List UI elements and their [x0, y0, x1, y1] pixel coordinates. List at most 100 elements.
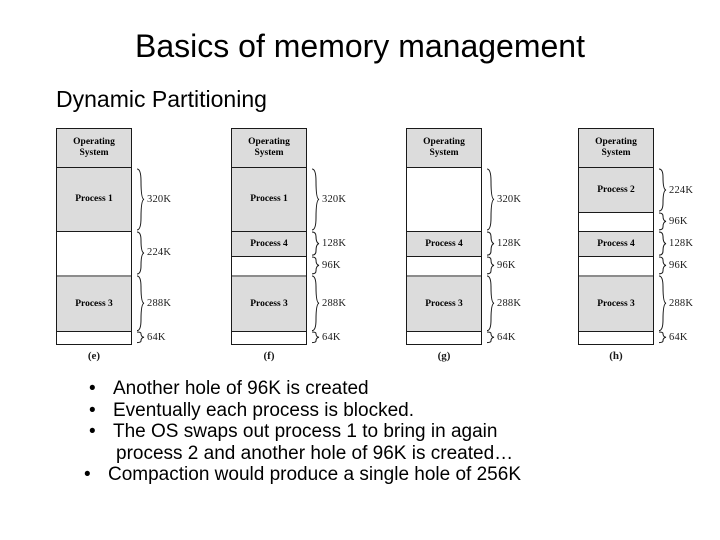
memory-block-process: Process 3 [579, 274, 653, 332]
size-label: 224K [147, 247, 172, 259]
size-label-row: 128K [484, 231, 556, 256]
memory-block-hole [232, 331, 306, 344]
slide-subtitle: Dynamic Partitioning [56, 86, 267, 112]
size-label-row: 288K [309, 275, 381, 332]
os-segment: Operating System [407, 129, 481, 168]
brace-icon [656, 231, 667, 256]
brace-icon [134, 331, 145, 344]
memory-block-hole [407, 255, 481, 275]
size-label-column: 320K 128K 96K 288K 64K [309, 128, 381, 345]
brace-icon [309, 275, 320, 332]
brace-icon [134, 168, 145, 231]
size-label-row: 64K [484, 331, 556, 344]
bullet-text: Another hole of 96K is created [113, 378, 369, 399]
size-label: 320K [322, 193, 347, 205]
brace-icon [656, 275, 667, 332]
size-label-row: 96K [656, 256, 720, 275]
size-label-row: 288K [134, 275, 206, 332]
size-label-row: 224K [134, 231, 206, 275]
bullet-marker-icon: • [89, 399, 96, 421]
size-label-row: 96K [484, 256, 556, 275]
brace-icon [309, 256, 320, 275]
memory-block-process: Process 4 [579, 230, 653, 256]
size-label: 64K [669, 332, 688, 344]
size-label: 96K [669, 215, 688, 227]
size-label-row: 128K [656, 231, 720, 256]
memory-block-hole [407, 331, 481, 344]
size-label: 64K [497, 332, 516, 344]
bullet-marker-icon: • [84, 464, 91, 485]
size-label: 64K [322, 332, 341, 344]
memory-block-hole [579, 331, 653, 344]
size-label-row: 320K [134, 168, 206, 231]
bullet-item: • The OS swaps out process 1 to bring in … [74, 421, 674, 464]
bullet-list: • Another hole of 96K is created • Eventual… [74, 378, 674, 486]
size-label-row: 64K [309, 331, 381, 344]
brace-icon [484, 331, 495, 344]
bullet-text: The OS swaps out process 1 to bring in a… [113, 421, 498, 442]
brace-icon [656, 168, 667, 212]
size-label-row: 64K [134, 331, 206, 344]
memory-block-process: Process 1 [232, 168, 306, 231]
page-title: Basics of memory management [135, 28, 585, 64]
memory-block-hole [57, 331, 131, 344]
memory-block-hole [57, 230, 131, 275]
bullet-text: Compaction would produce a single hole o… [108, 464, 521, 485]
brace-icon [656, 331, 667, 344]
size-label: 96K [322, 259, 341, 271]
size-label-column: 320K 224K 288K 64K [134, 128, 206, 345]
size-label: 320K [147, 193, 172, 205]
size-label-row: 288K [484, 275, 556, 332]
memory-block-hole [232, 255, 306, 275]
diagram-caption: (h) [609, 350, 623, 362]
memory-block-process: Process 2 [579, 168, 653, 212]
size-label: 128K [497, 237, 522, 249]
size-label: 224K [669, 184, 694, 196]
memory-block-hole [407, 168, 481, 231]
brace-icon [484, 168, 495, 231]
size-label: 288K [147, 297, 172, 309]
size-label: 96K [669, 259, 688, 271]
bullet-text: Eventually each process is blocked. [113, 399, 414, 421]
size-label-row: 128K [309, 231, 381, 256]
bullet-marker-icon: • [89, 378, 96, 399]
size-label: 288K [497, 297, 522, 309]
size-label-row: 320K [309, 168, 381, 231]
brace-icon [484, 275, 495, 332]
bullet-marker-icon: • [89, 421, 96, 442]
brace-icon [309, 231, 320, 256]
brace-icon [656, 256, 667, 275]
size-label-row: 64K [656, 331, 720, 344]
memory-block-process: Process 4 [407, 230, 481, 256]
os-segment: Operating System [579, 129, 653, 168]
size-label: 288K [322, 297, 347, 309]
brace-icon [484, 231, 495, 256]
brace-icon [309, 331, 320, 344]
size-label-column: 224K 96K 128K 96K 288K 64K [656, 128, 720, 345]
brace-icon [134, 231, 145, 275]
memory-block-process: Process 3 [57, 274, 131, 332]
size-label-row: 288K [656, 275, 720, 332]
size-label-row: 224K [656, 168, 720, 212]
memory-block-process: Process 3 [232, 274, 306, 332]
size-label: 128K [322, 237, 347, 249]
bullet-item: • Eventually each process is blocked. [74, 400, 674, 422]
size-label: 288K [669, 297, 694, 309]
size-label-row: 96K [656, 212, 720, 231]
bullet-item: • Another hole of 96K is created [74, 378, 674, 400]
brace-icon [134, 275, 145, 332]
os-segment: Operating System [57, 129, 131, 168]
memory-block-process: Process 4 [232, 230, 306, 256]
bullet-item: • Compaction would produce a single hole … [74, 464, 674, 486]
bullet-text-line2: process 2 and another hole of 96K is cre… [116, 442, 514, 464]
memory-block-hole [579, 255, 653, 275]
